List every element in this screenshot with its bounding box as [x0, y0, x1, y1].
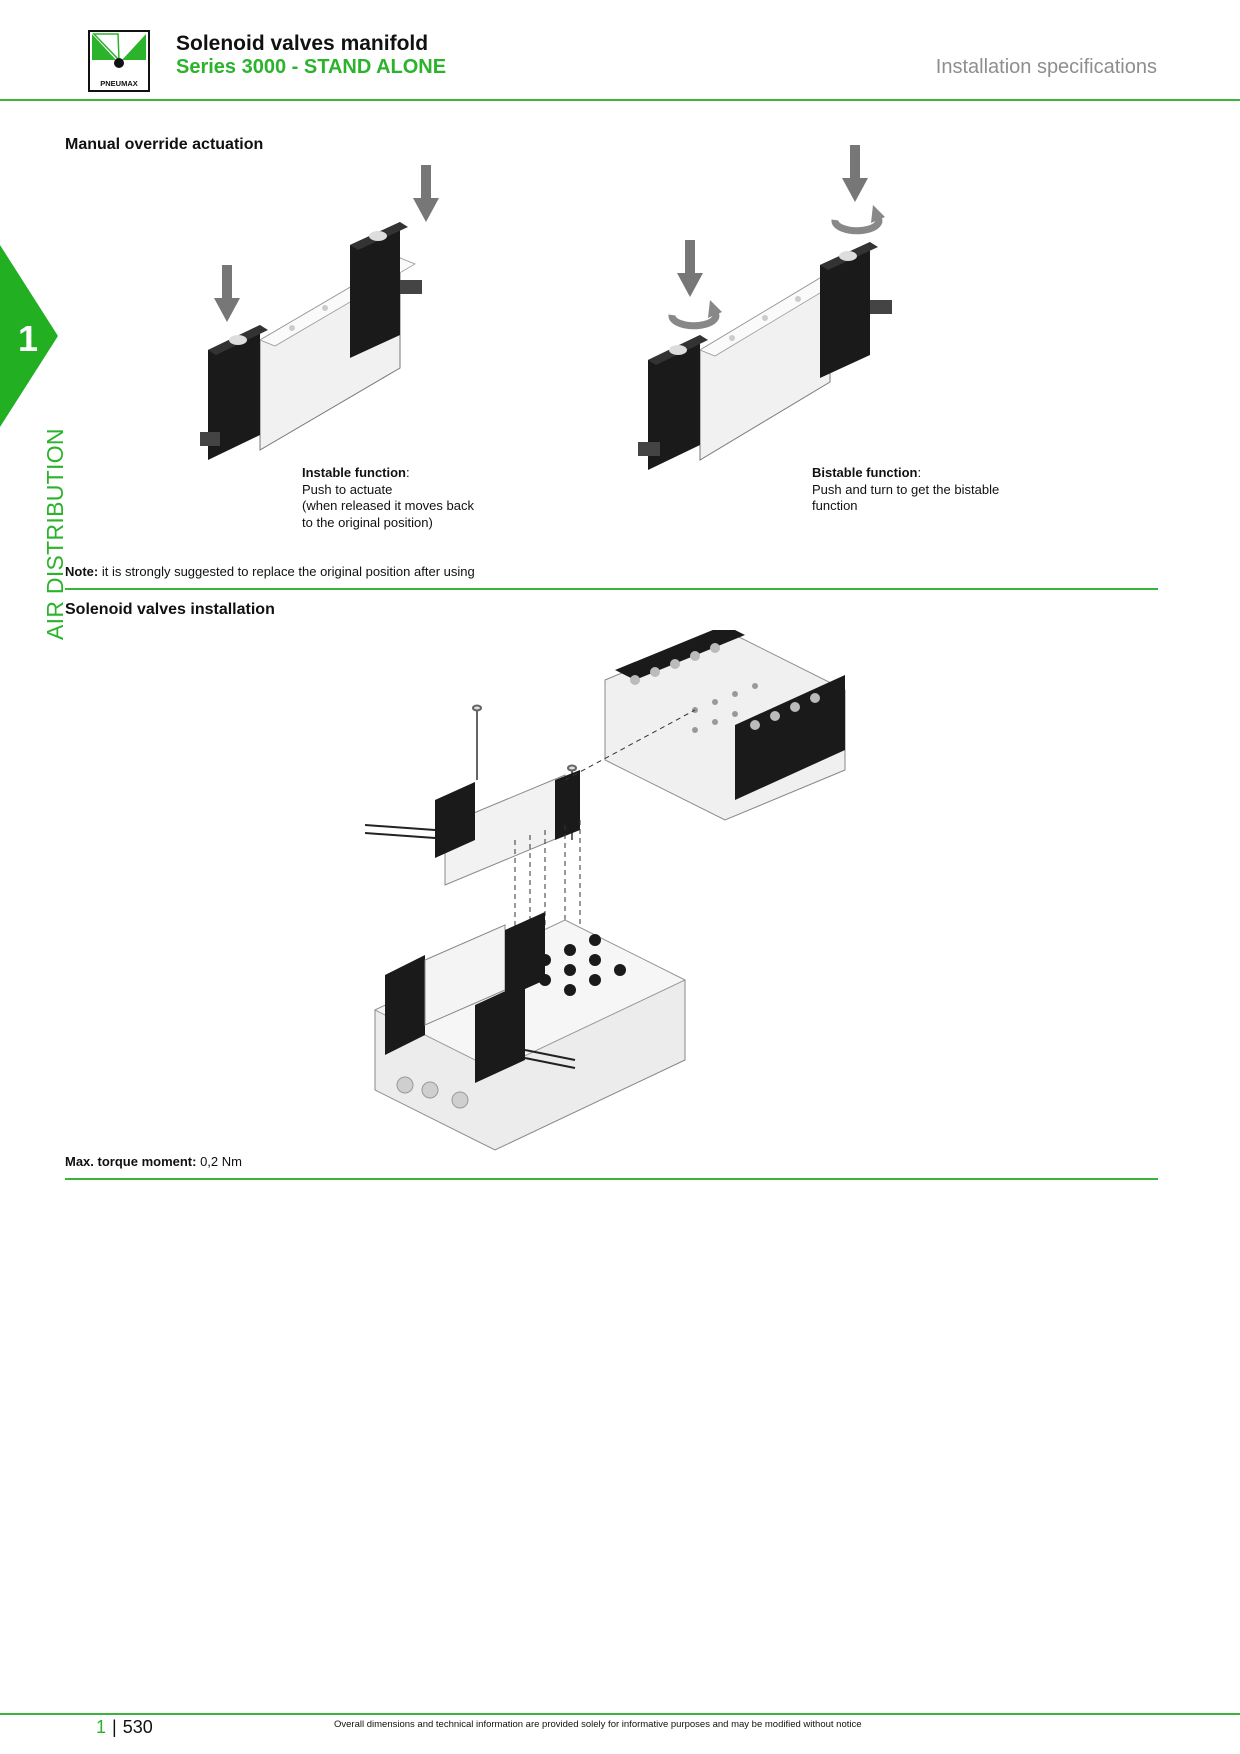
instable-line-2: (when released it moves back [302, 498, 474, 513]
note-body: it is strongly suggested to replace the … [98, 564, 475, 579]
bistable-caption: Bistable function: Push and turn to get … [812, 465, 1032, 515]
manifold-installation-illustration [365, 630, 846, 1151]
instable-valve-illustration [200, 165, 439, 460]
chapter-number: 1 [18, 318, 39, 359]
note-text: Note: it is strongly suggested to replac… [65, 564, 475, 579]
push-arrow-icon [214, 165, 439, 322]
instable-label: Instable function [302, 465, 406, 480]
torque-label: Max. torque moment: [65, 1154, 197, 1169]
footer-disclaimer: Overall dimensions and technical informa… [334, 1719, 862, 1730]
instable-line-3: to the original position) [302, 514, 433, 530]
installation-heading: Solenoid valves installation [65, 601, 275, 618]
section-title: Installation specifications [935, 56, 1157, 78]
footer-page: 530 [122, 1717, 153, 1737]
bistable-valve-illustration [638, 145, 892, 470]
bistable-label: Bistable function [812, 465, 918, 480]
chapter-tab [0, 245, 58, 427]
section-divider [65, 588, 1158, 590]
page-number: 1|530 [96, 1717, 153, 1737]
header-divider [0, 99, 1240, 101]
manual-override-heading: Manual override actuation [65, 136, 264, 153]
page-title: Solenoid valves manifold [176, 32, 429, 55]
instable-caption: Instable function: Push to actuate (when… [302, 465, 522, 531]
section-divider [65, 1178, 1158, 1180]
torque-value: 0,2 Nm [196, 1154, 242, 1169]
footer-divider [0, 1713, 1240, 1715]
instable-line-1: Push to actuate [302, 481, 393, 497]
note-label: Note: [65, 564, 99, 579]
logo-text: PNEUMAX [100, 79, 138, 88]
bistable-line-1: Push and turn to get the bistable [812, 481, 1000, 497]
pneumax-logo: PNEUMAX [88, 30, 150, 92]
push-arrow-icon [677, 145, 868, 297]
page-subtitle: Series 3000 - STAND ALONE [176, 56, 447, 78]
torque-text: Max. torque moment: 0,2 Nm [65, 1154, 242, 1169]
bistable-line-2: function [812, 498, 858, 513]
footer-chapter: 1 [96, 1717, 107, 1737]
rotate-arrow-icon [668, 212, 883, 330]
